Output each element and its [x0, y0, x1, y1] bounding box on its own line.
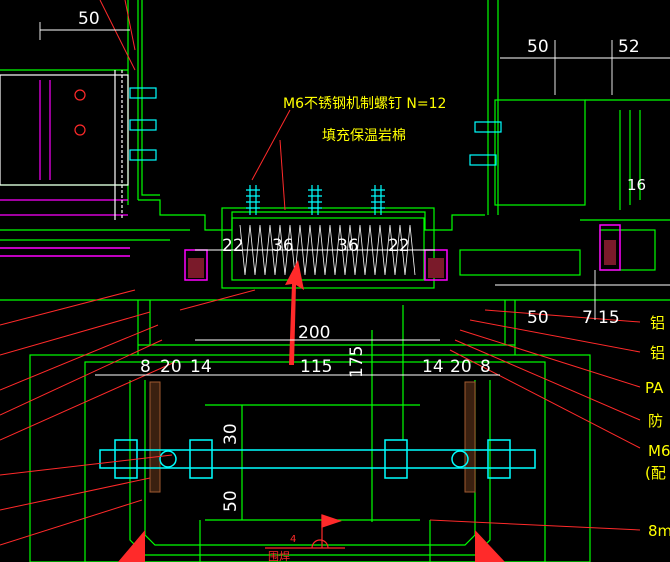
- dim-right-7: 7: [582, 308, 593, 328]
- dim-row-14-right: 14: [422, 357, 444, 377]
- bolt-note: M6不锈钢机制螺钉 N=12: [283, 96, 446, 112]
- gaskets: [0, 224, 621, 281]
- dim-total-200: 200: [298, 323, 330, 343]
- through-bolt: [99, 439, 536, 479]
- insulation-note: 填充保温岩棉: [322, 127, 406, 144]
- side-label-6: (配: [645, 464, 666, 482]
- dim-vert-30: 30: [221, 423, 241, 445]
- weld-number: 4: [290, 534, 296, 545]
- dim-seg-36-left: 36: [272, 236, 294, 256]
- annotations: M6不锈钢机制螺钉 N=12 填充保温岩棉 4 围焊: [268, 96, 446, 562]
- gasket-fills: [188, 240, 616, 278]
- side-label-5: M6: [648, 442, 670, 460]
- dim-right-15: 15: [598, 308, 620, 328]
- dim-top-right-a: 50: [527, 37, 549, 57]
- dim-seg-22-right: 22: [388, 236, 410, 256]
- dim-row-20-right: 20: [450, 357, 472, 377]
- dim-small-16: 16: [627, 176, 646, 194]
- insulation-arrow: [285, 260, 304, 365]
- dim-seg-22-left: 22: [222, 236, 244, 256]
- dim-row-175: 175: [347, 346, 367, 378]
- side-label-1: 铝: [650, 314, 665, 332]
- dim-row-14-left: 14: [190, 357, 212, 377]
- weld-label: 围焊: [268, 549, 290, 562]
- left-sash: [0, 70, 129, 220]
- dim-top-left: 50: [78, 9, 100, 29]
- side-label-7: 8m: [648, 522, 670, 540]
- weld-symbol: [265, 514, 345, 549]
- dim-row-8-right: 8: [480, 357, 491, 377]
- leader-lines: [0, 0, 641, 546]
- hatched-bars: [149, 381, 476, 493]
- weld-triangles: [118, 530, 505, 562]
- dim-top-right-b: 52: [618, 37, 640, 57]
- side-label-4: 防: [648, 412, 663, 430]
- dimension-labels: 50 50 52 16 22 36 36 22 200 50 7 15 8 20…: [78, 9, 646, 512]
- screw-group: [129, 87, 502, 215]
- dim-vert-50: 50: [221, 490, 241, 512]
- dim-row-20-left: 20: [160, 357, 182, 377]
- side-label-2: 铝: [650, 344, 665, 362]
- dim-seg-36-right: 36: [337, 236, 359, 256]
- dim-row-115: 115: [300, 357, 332, 377]
- dimension-lines: [39, 22, 670, 376]
- side-label-3: PA: [645, 379, 664, 397]
- side-labels: 铝 铝 PA 防 M6 (配 8m: [645, 314, 670, 540]
- dim-row-8-left: 8: [140, 357, 151, 377]
- dim-right-50: 50: [527, 308, 549, 328]
